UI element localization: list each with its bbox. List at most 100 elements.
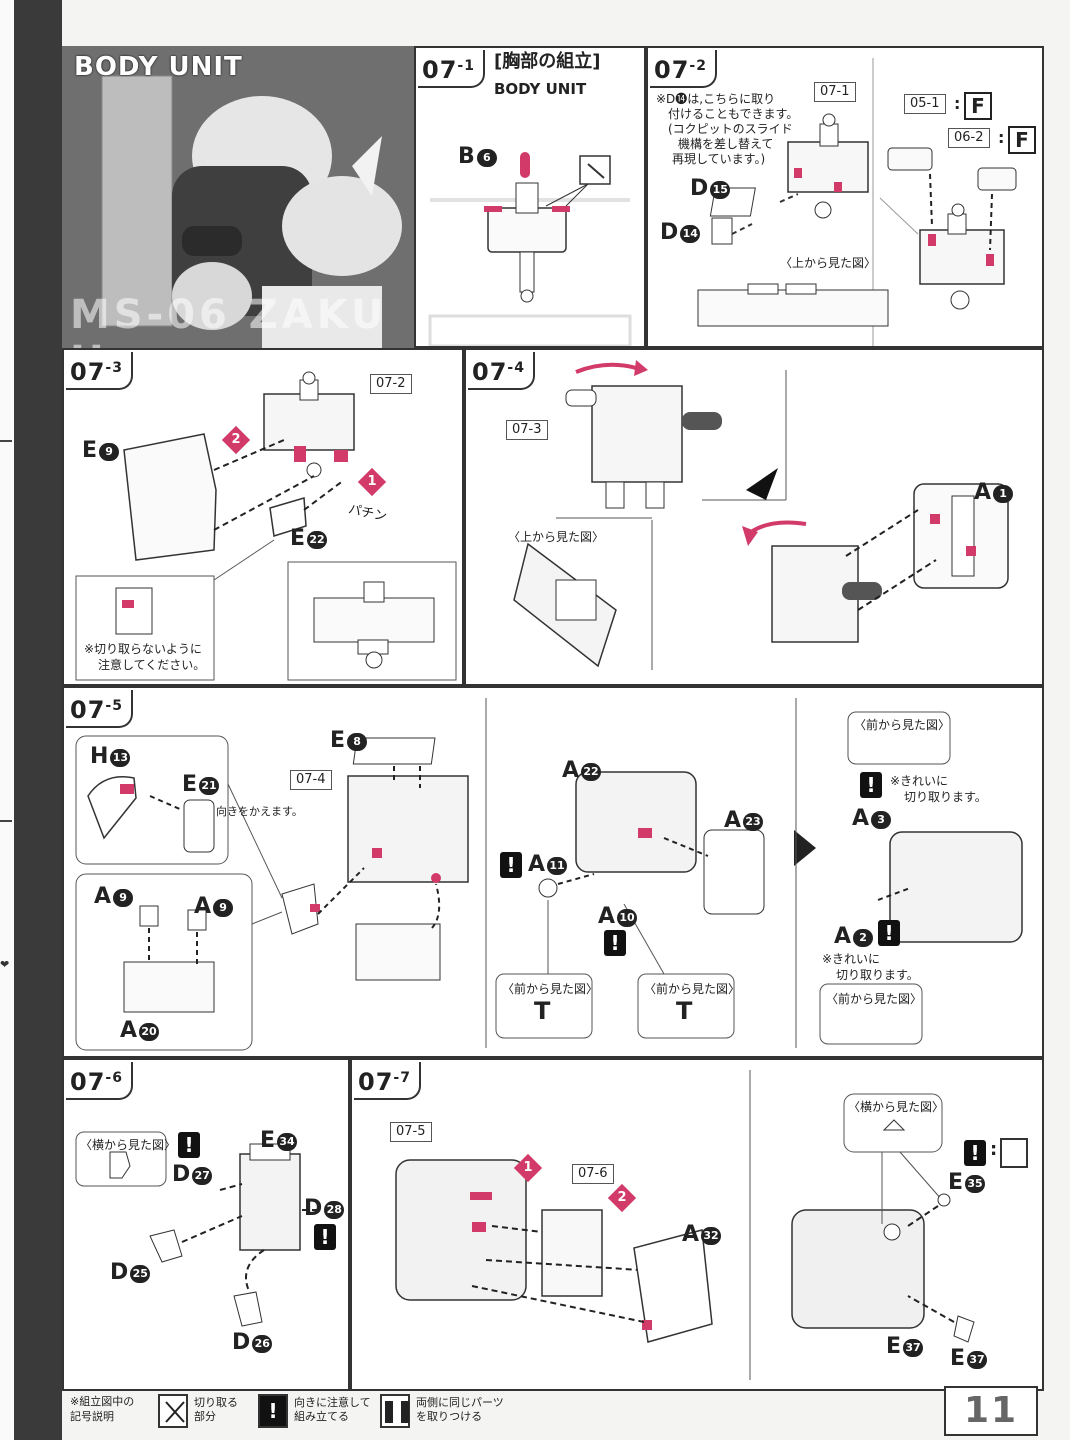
step-07-2-panel: 07-2 ※D⓮は,こちらに取り 付けることもできます。 (コクピットのスライド… xyxy=(646,46,1044,348)
caution-icon: ! xyxy=(878,920,900,946)
photo-watermark: MS-06 ZAKU II xyxy=(70,292,388,348)
top-view-label: 〈上から見た図〉 xyxy=(508,530,605,544)
turn-note: 向きをかえます。 xyxy=(216,805,303,818)
colon: : xyxy=(954,94,961,113)
photo-figure-illustration xyxy=(101,75,402,348)
note-line: 再現しています。) xyxy=(672,152,766,166)
order-marker: 2 xyxy=(221,425,251,455)
photo-title: BODY UNIT xyxy=(74,52,243,82)
torso-armor-illustration xyxy=(75,698,1023,1051)
reference-tag: 05-1 xyxy=(904,94,946,114)
step-label: 07-4 xyxy=(468,352,535,390)
caution-icon: ! xyxy=(178,1132,200,1158)
colon: : xyxy=(990,1139,998,1160)
clean-cut-note: ※きれいに xyxy=(822,952,881,966)
reference-tag: 06-2 xyxy=(948,128,990,148)
front-view-label: 〈前から見た図〉 xyxy=(502,982,599,996)
f-part-box: F xyxy=(964,92,992,120)
caution-icon: ! xyxy=(604,930,626,956)
cut-icon xyxy=(158,1394,188,1428)
top-view-label: 〈上から見た図〉 xyxy=(780,256,877,270)
page-edge-glyph: ❤ xyxy=(0,958,10,971)
page-edge-tick xyxy=(0,820,12,822)
clean-cut-note: ※きれいに xyxy=(890,774,949,788)
both-sides-icon xyxy=(1000,1138,1028,1168)
cut-legend-text: 切り取る部分 xyxy=(194,1396,238,1423)
note-line: (コクピットのスライド xyxy=(668,122,793,136)
t-part-symbol: T xyxy=(534,997,551,1025)
torso-rotation-illustration xyxy=(513,360,1009,670)
front-view-label: 〈前から見た図〉 xyxy=(826,992,923,1006)
reference-tag: 07-1 xyxy=(814,82,856,102)
page-edge-tick xyxy=(0,440,12,442)
reference-tag: 07-3 xyxy=(506,420,548,440)
chest-cover-illustration xyxy=(75,371,457,681)
instruction-sheet: BODY UNIT MS-06 ZAKU II 07-1 [胸部の組立] BOD… xyxy=(62,46,1044,1391)
step-label: 07-7 xyxy=(354,1062,421,1100)
caution-icon: ! xyxy=(964,1140,986,1166)
step-label: 07-1 xyxy=(418,50,485,88)
side-view-label: 〈横から見た図〉 xyxy=(848,1100,945,1114)
reference-tag: 07-5 xyxy=(390,1122,432,1142)
order-marker: 2 xyxy=(607,1183,637,1213)
step-07-4-panel: 07-4 07-3 〈上から xyxy=(464,348,1044,686)
caution-icon: ! xyxy=(860,772,882,798)
reference-tag: 07-4 xyxy=(290,770,332,790)
torso-final-illustration xyxy=(395,1070,975,1380)
both-sides-legend-text: 両側に同じパーツを取りつける xyxy=(416,1396,504,1423)
step-07-5-panel: 07-5 07-4 xyxy=(62,686,1044,1058)
side-view-label: 〈横から見た図〉 xyxy=(80,1138,177,1152)
clean-cut-note: 切り取ります。 xyxy=(904,790,987,804)
colon: : xyxy=(998,128,1005,147)
clean-cut-note: 切り取ります。 xyxy=(836,968,919,982)
front-view-label: 〈前から見た図〉 xyxy=(644,982,741,996)
step-title: [胸部の組立] xyxy=(494,51,601,72)
caution-note: 注意してください。 xyxy=(98,658,206,672)
order-marker: 1 xyxy=(513,1153,543,1183)
binding-gutter xyxy=(14,0,62,1440)
step-subtitle: BODY UNIT xyxy=(494,80,587,98)
cockpit-core-illustration xyxy=(75,1131,318,1327)
step-label: 07-2 xyxy=(650,50,717,88)
note-line: 付けることもできます。 xyxy=(668,107,799,121)
caution-icon: ! xyxy=(500,852,522,878)
reference-tag: 07-2 xyxy=(370,374,412,394)
step-label: 07-3 xyxy=(66,352,133,390)
caution-legend-text: 向きに注意して組み立てる xyxy=(294,1396,371,1423)
legend-title: ※組立図中の記号説明 xyxy=(70,1395,135,1423)
step-label: 07-5 xyxy=(66,690,133,728)
cockpit-assembly-illustration xyxy=(697,58,1017,346)
caution-icon: ! xyxy=(258,1394,288,1428)
caution-icon: ! xyxy=(314,1224,336,1250)
chest-frame-illustration xyxy=(428,152,632,346)
symbol-legend: ※組立図中の記号説明 切り取る部分 ! 向きに注意して組み立てる 両側に同じパー… xyxy=(62,1386,1044,1436)
